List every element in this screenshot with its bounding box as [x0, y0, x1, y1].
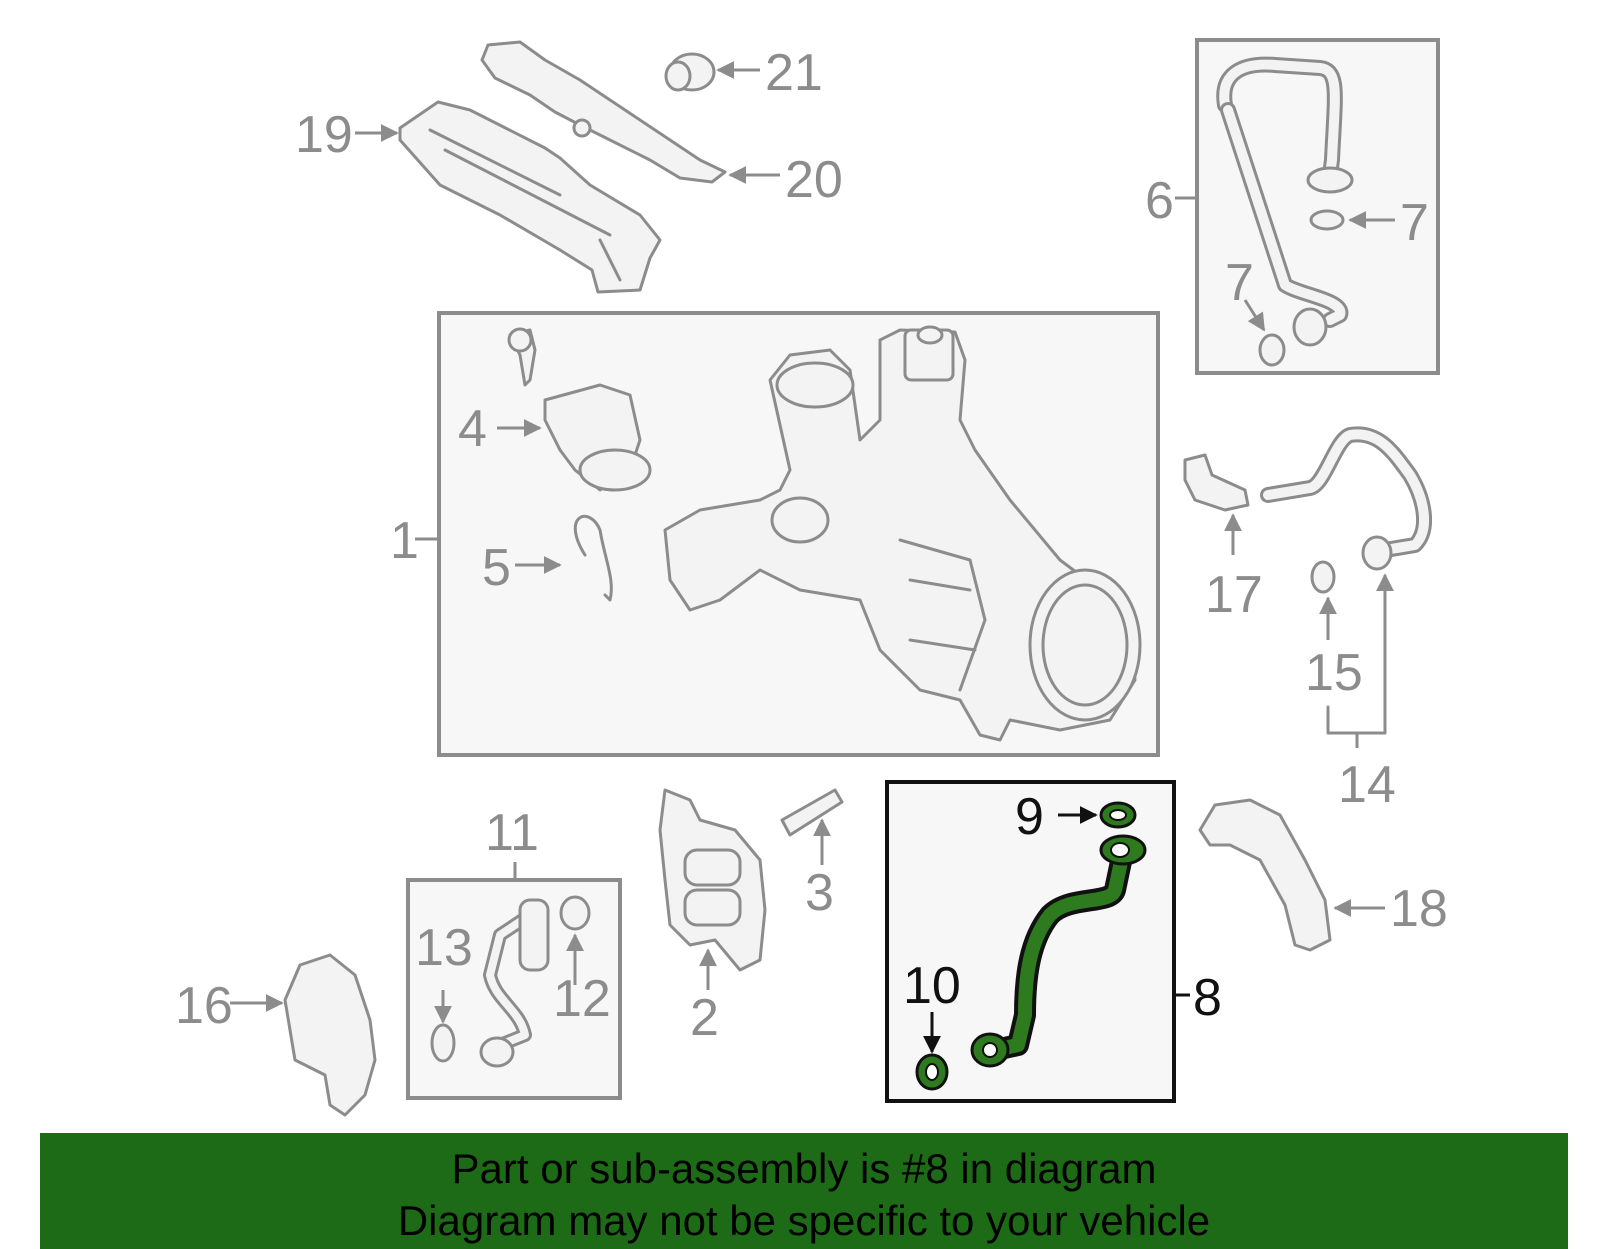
oil-line-part-14[interactable] — [1260, 426, 1433, 571]
o-ring-part-9-hole — [1109, 809, 1127, 821]
bracket-part-17[interactable] — [1183, 453, 1250, 512]
bracket-part-18[interactable] — [1198, 798, 1332, 952]
callout-19: 19 — [295, 106, 353, 164]
callout-2: 2 — [690, 989, 719, 1047]
o-ring-part-13[interactable] — [430, 1023, 456, 1063]
callout-8: 8 — [1193, 969, 1222, 1027]
banner-line-part-number: Part or sub-assembly is #8 in diagram — [451, 1145, 1157, 1192]
stud-part-3[interactable] — [780, 788, 844, 837]
callout-5: 5 — [482, 539, 511, 597]
callout-3: 3 — [805, 864, 834, 922]
oil-line-part-8[interactable] — [970, 834, 1147, 1068]
turbocharger-part-1[interactable] — [663, 325, 1142, 742]
callout-21: 21 — [765, 44, 823, 102]
callout-20: 20 — [785, 151, 843, 209]
callout-13: 13 — [415, 919, 473, 977]
callout-17: 17 — [1205, 566, 1263, 624]
heat-shield-part-16[interactable] — [283, 953, 377, 1117]
callout-7-upper: 7 — [1400, 194, 1429, 252]
callout-12: 12 — [553, 970, 611, 1028]
info-banner: Part or sub-assembly is #8 in diagram Di… — [40, 1133, 1568, 1249]
o-ring-part-15[interactable] — [1310, 560, 1336, 594]
callout-16: 16 — [175, 977, 233, 1035]
gasket-part-2[interactable] — [658, 788, 767, 972]
banner-line-disclaimer: Diagram may not be specific to your vehi… — [397, 1197, 1211, 1244]
o-ring-part-10-hole — [925, 1063, 939, 1081]
clip-part-5[interactable] — [573, 514, 613, 602]
heat-shield-part-19[interactable] — [398, 100, 662, 294]
o-ring-part-7-lower[interactable] — [1258, 333, 1286, 367]
callout-6: 6 — [1145, 172, 1174, 230]
callout-4: 4 — [458, 400, 487, 458]
oil-line-part-6[interactable] — [1216, 56, 1354, 347]
callout-7-lower: 7 — [1225, 254, 1254, 312]
plug-part-21[interactable] — [664, 52, 716, 92]
callout-10: 10 — [903, 957, 961, 1015]
callout-15: 15 — [1305, 644, 1363, 702]
callout-18: 18 — [1390, 880, 1448, 938]
bracket-part-20[interactable] — [480, 40, 727, 184]
o-ring-part-12[interactable] — [559, 895, 591, 931]
callout-11: 11 — [485, 804, 539, 862]
actuator-part-4[interactable] — [507, 327, 652, 492]
oil-line-part-11[interactable] — [479, 898, 550, 1068]
callout-9: 9 — [1015, 788, 1044, 846]
leader-lines — [230, 61, 1395, 1054]
callout-1: 1 — [390, 512, 419, 570]
o-ring-part-7-upper[interactable] — [1309, 209, 1345, 231]
callout-14: 14 — [1338, 756, 1396, 814]
